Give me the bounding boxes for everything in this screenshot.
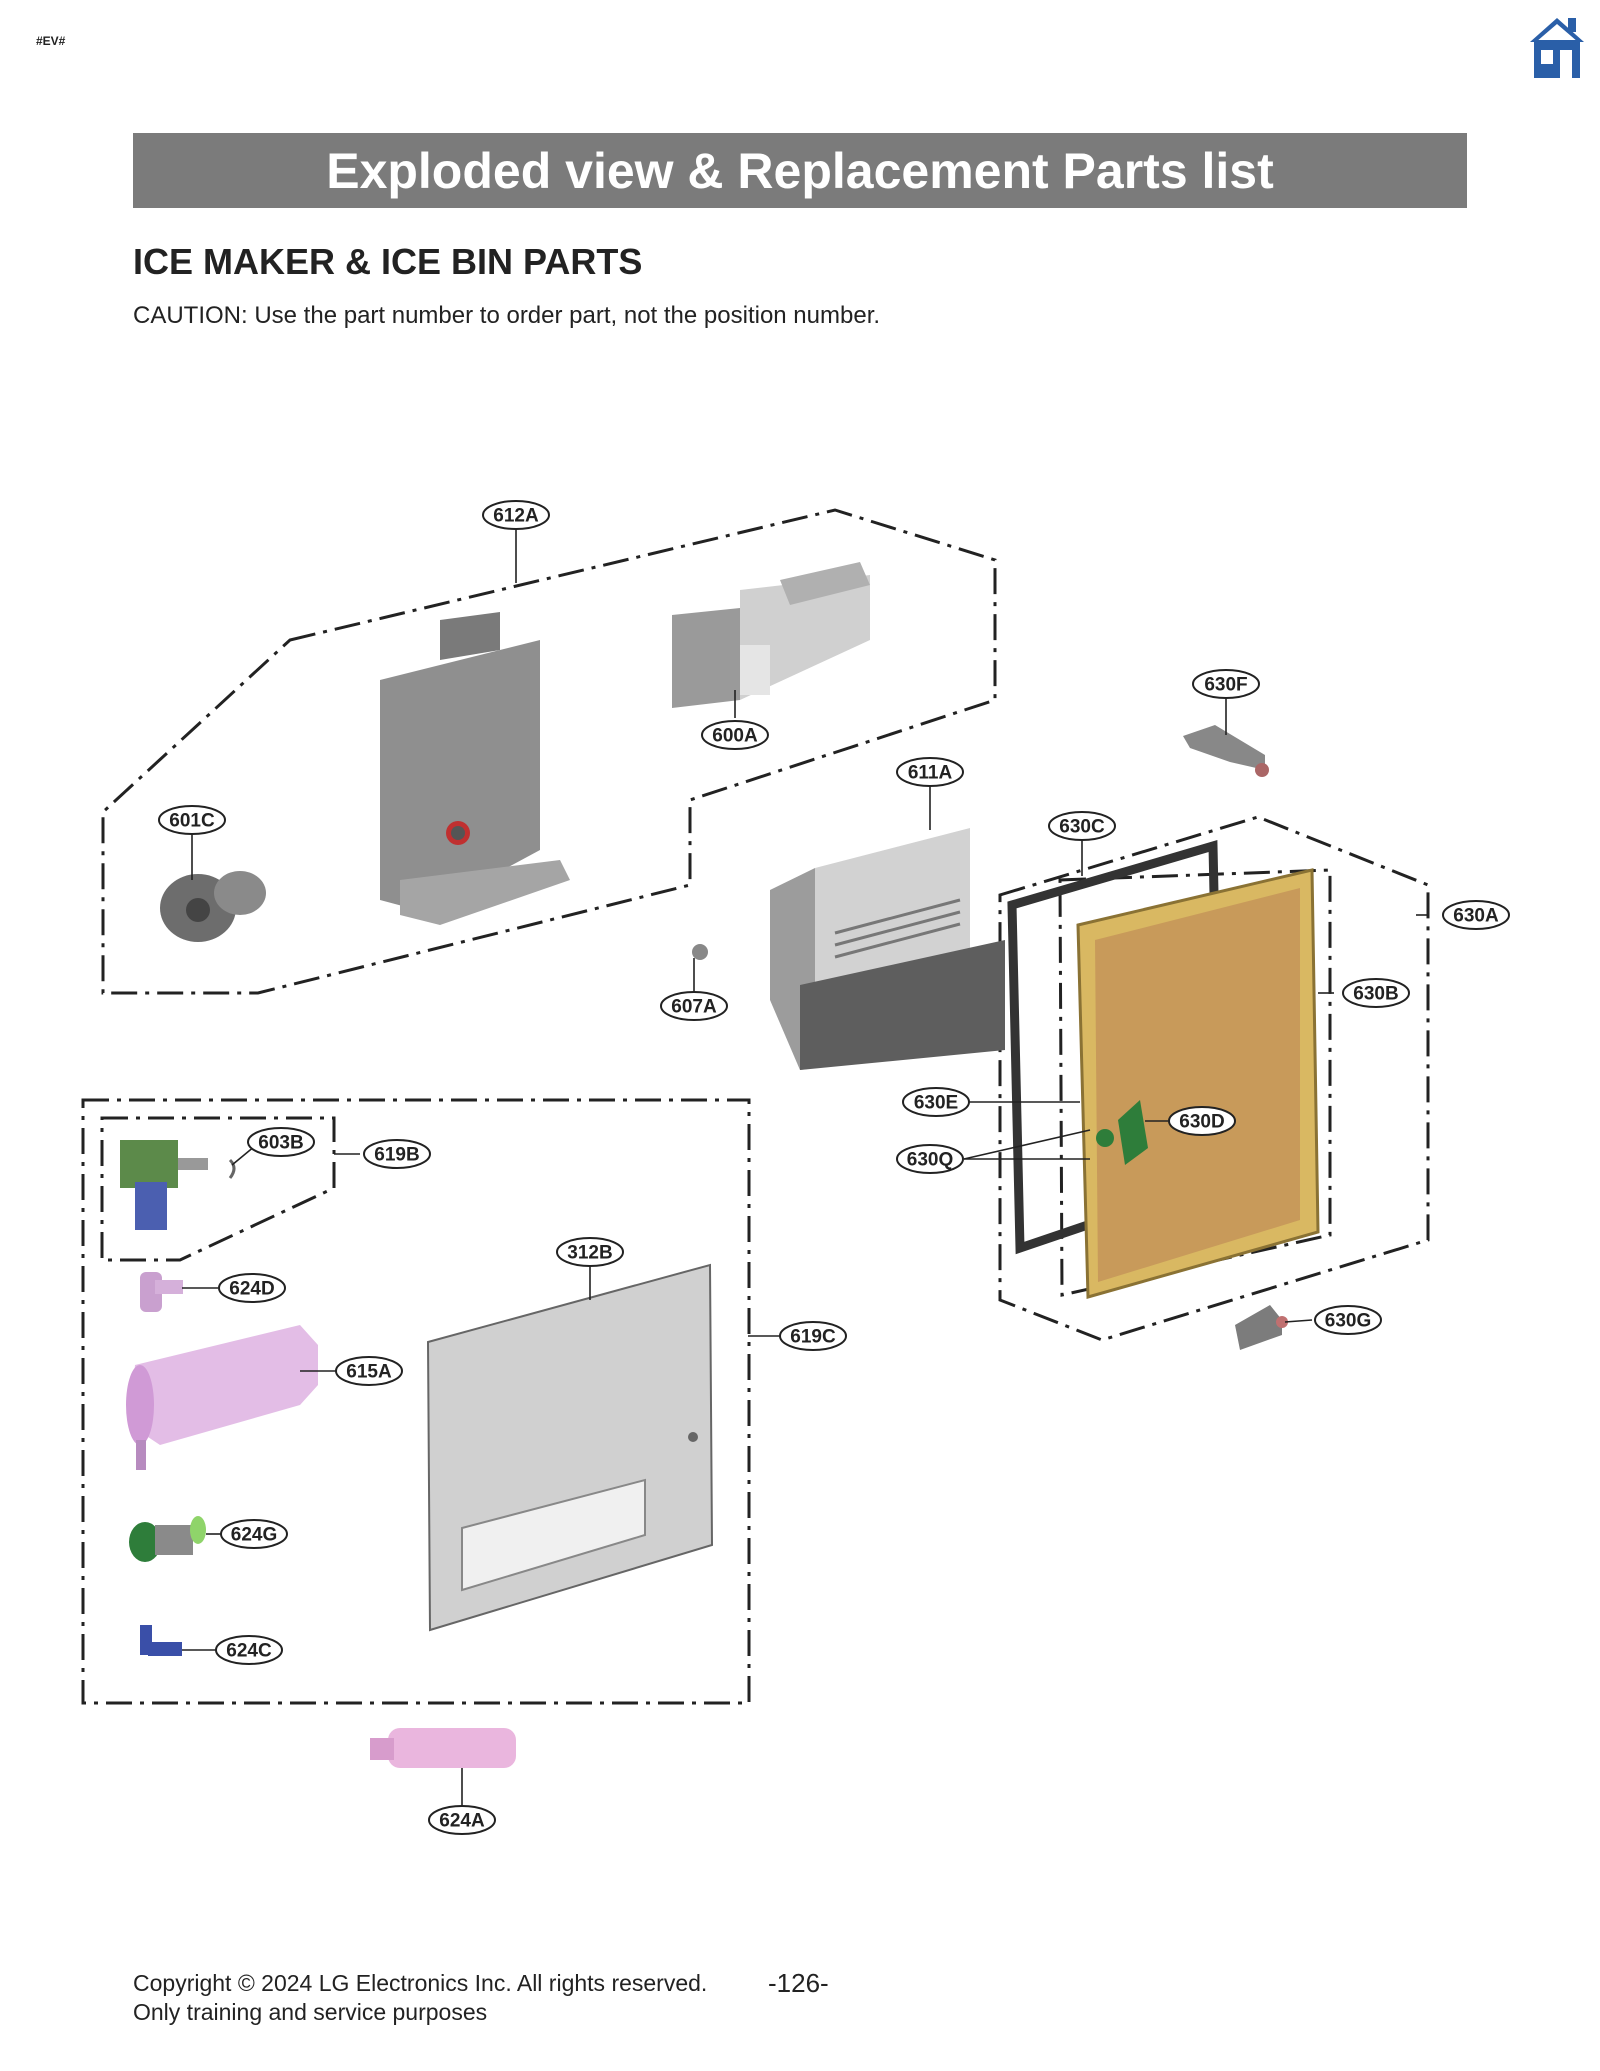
part-630G-bracket xyxy=(1235,1305,1288,1350)
part-630D-handle xyxy=(1096,1100,1148,1165)
callout-612A: 612A xyxy=(482,500,550,530)
svg-text:619B: 619B xyxy=(374,1145,419,1166)
svg-text:624C: 624C xyxy=(226,1641,272,1662)
svg-text:630G: 630G xyxy=(1325,1311,1371,1332)
leader-lines xyxy=(182,529,1428,1815)
section-title: ICE MAKER & ICE BIN PARTS xyxy=(133,241,643,282)
callout-630G: 630G xyxy=(1314,1305,1382,1335)
group-630A-outline xyxy=(998,815,1430,1342)
svg-text:611A: 611A xyxy=(908,763,953,784)
part-624C-elbow xyxy=(140,1625,182,1656)
callout-630Q: 630Q xyxy=(896,1144,964,1174)
footer-purpose: Only training and service purposes xyxy=(133,1999,488,2025)
svg-text:630A: 630A xyxy=(1453,906,1499,927)
group-619B-outline xyxy=(100,1116,336,1262)
part-601C-motor xyxy=(160,871,266,942)
svg-text:630E: 630E xyxy=(914,1093,958,1114)
svg-text:601C: 601C xyxy=(169,811,215,832)
svg-text:624D: 624D xyxy=(229,1279,274,1300)
group-612A-outline xyxy=(101,508,997,995)
svg-text:630F: 630F xyxy=(1204,675,1247,696)
svg-text:312B: 312B xyxy=(567,1243,612,1264)
page-number: -126- xyxy=(768,1968,829,1998)
title-banner: Exploded view & Replacement Parts list xyxy=(133,133,1467,208)
part-630B-door xyxy=(1076,868,1320,1299)
part-600A-icemaker xyxy=(672,562,870,708)
part-624A-cartridge xyxy=(370,1728,516,1768)
callout-607A: 607A xyxy=(660,991,728,1021)
part-603B-water-valve xyxy=(120,1140,236,1230)
part-312B-panel xyxy=(426,1263,714,1632)
caution-note: CAUTION: Use the part number to order pa… xyxy=(133,302,881,329)
home-icon[interactable] xyxy=(1528,16,1586,80)
svg-text:630D: 630D xyxy=(1179,1112,1224,1133)
svg-text:630B: 630B xyxy=(1353,984,1398,1005)
callout-624A: 624A xyxy=(428,1805,496,1835)
callout-312B: 312B xyxy=(556,1237,624,1267)
part-615A-filter xyxy=(126,1325,318,1470)
svg-text:607A: 607A xyxy=(671,997,717,1018)
page-tag: #EV# xyxy=(36,34,66,48)
callout-630E: 630E xyxy=(902,1087,970,1117)
callout-630B: 630B xyxy=(1342,978,1410,1008)
callout-619B: 619B xyxy=(363,1139,431,1169)
callout-603B: 603B xyxy=(247,1127,315,1157)
svg-text:630C: 630C xyxy=(1059,817,1105,838)
svg-text:615A: 615A xyxy=(346,1362,392,1383)
svg-text:600A: 600A xyxy=(712,726,758,747)
part-612A-bracket xyxy=(380,612,570,925)
callout-630A: 630A xyxy=(1442,900,1510,930)
callout-611A: 611A xyxy=(896,757,964,787)
callout-601C: 601C xyxy=(158,805,226,835)
svg-text:603B: 603B xyxy=(258,1133,303,1154)
svg-text:619C: 619C xyxy=(790,1327,836,1348)
svg-text:624G: 624G xyxy=(231,1525,277,1546)
part-630F-hinge xyxy=(1183,725,1269,777)
part-611A-cover xyxy=(770,828,1005,1070)
part-624G-connector xyxy=(129,1516,206,1562)
part-607A-screw xyxy=(692,944,708,960)
footer-copyright: Copyright © 2024 LG Electronics Inc. All… xyxy=(133,1970,708,1996)
group-630B-outline xyxy=(1058,868,1332,1297)
part-624D-fitting xyxy=(140,1272,183,1312)
callout-624D: 624D xyxy=(218,1273,286,1303)
callout-630C: 630C xyxy=(1048,811,1116,841)
callout-600A: 600A xyxy=(701,720,769,750)
callout-624G: 624G xyxy=(220,1519,288,1549)
callout-615A: 615A xyxy=(335,1356,403,1386)
svg-text:630Q: 630Q xyxy=(907,1150,953,1171)
callout-630F: 630F xyxy=(1192,669,1260,699)
group-619C-outline xyxy=(81,1098,751,1705)
callout-624C: 624C xyxy=(215,1635,283,1665)
svg-text:612A: 612A xyxy=(493,506,539,527)
svg-text:624A: 624A xyxy=(439,1811,485,1832)
callout-630D: 630D xyxy=(1168,1106,1236,1136)
callout-619C: 619C xyxy=(779,1321,847,1351)
banner-title: Exploded view & Replacement Parts list xyxy=(326,142,1274,199)
